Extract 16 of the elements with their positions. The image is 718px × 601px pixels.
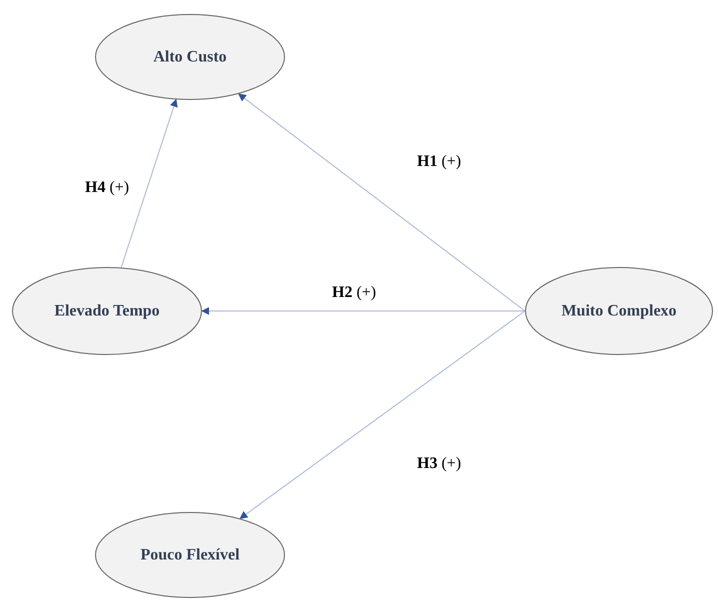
edge-label: H2 (+)	[330, 283, 378, 302]
node-label: Elevado Tempo	[53, 301, 161, 321]
node-label: Pouco Flexível	[139, 545, 241, 565]
node-label: Muito Complexo	[560, 301, 678, 321]
arrow	[120, 98, 178, 268]
ellipse-node	[95, 512, 285, 598]
arrow	[240, 310, 526, 519]
ellipse-node	[525, 267, 713, 355]
ellipse-node	[95, 14, 285, 100]
edge-label: H1 (+)	[415, 152, 464, 172]
arrow	[201, 307, 526, 315]
ellipse-node	[12, 267, 202, 355]
edge-label: H4 (+)	[83, 178, 132, 198]
arrow	[238, 93, 526, 312]
node-label: Alto Custo	[152, 47, 228, 67]
edge-label: H3 (+)	[415, 454, 464, 474]
